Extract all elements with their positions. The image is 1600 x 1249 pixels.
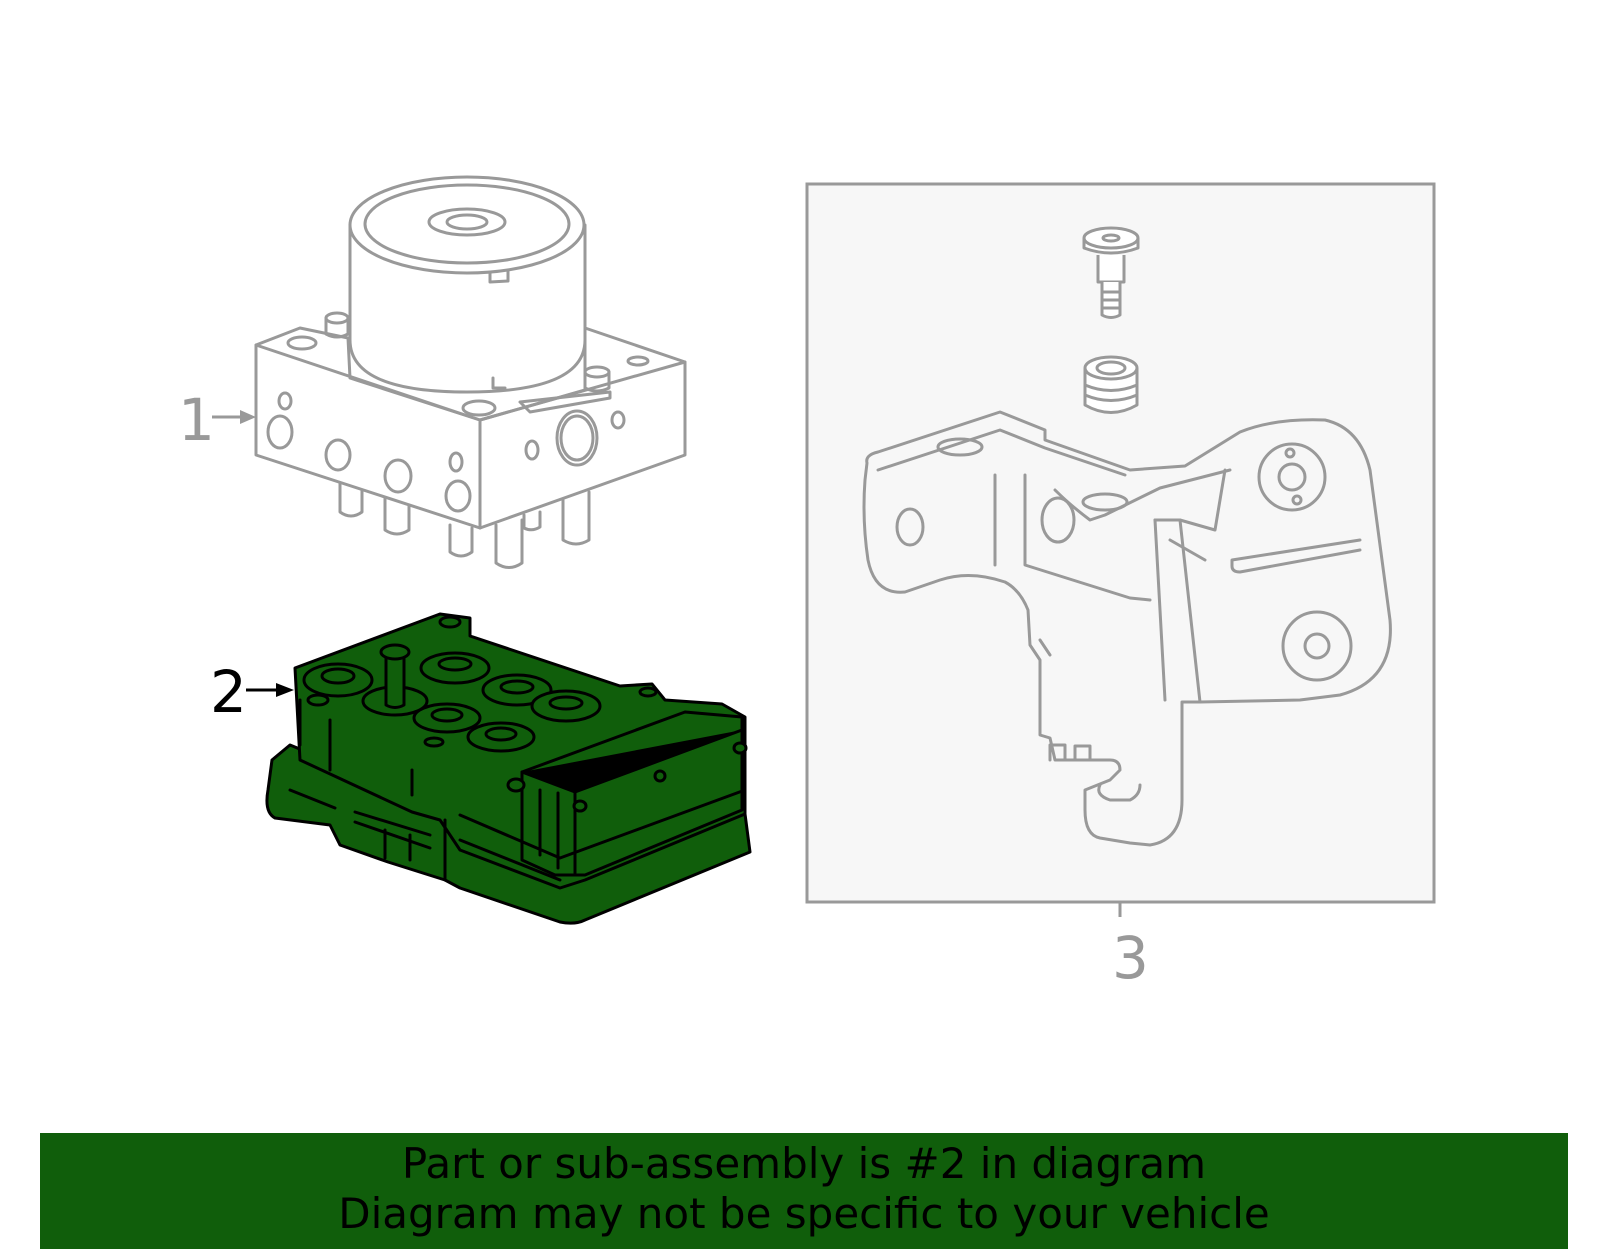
callout-3: 3 — [1112, 924, 1149, 992]
banner-line-1: Part or sub-assembly is #2 in diagram — [401, 1139, 1207, 1188]
mounting-bracket[interactable] — [862, 410, 1392, 847]
bracket-grommet[interactable] — [1083, 355, 1139, 414]
callout-1-arrowhead — [240, 410, 256, 424]
callout-1-number: 1 — [178, 386, 215, 454]
mounting-bolt[interactable] — [1082, 226, 1140, 319]
banner-line-2: Diagram may not be specific to your vehi… — [338, 1189, 1270, 1238]
callout-2-arrowhead — [276, 683, 294, 697]
callout-3-number: 3 — [1112, 924, 1149, 992]
info-banner: Part or sub-assembly is #2 in diagram Di… — [40, 1133, 1568, 1249]
callout-1: 1 — [178, 386, 256, 454]
bracket-inset[interactable] — [805, 182, 1436, 917]
abs-pump-assembly[interactable] — [254, 175, 687, 569]
abs-control-module[interactable] — [265, 612, 752, 925]
callout-2: 2 — [210, 658, 294, 726]
callout-2-number: 2 — [210, 658, 247, 726]
